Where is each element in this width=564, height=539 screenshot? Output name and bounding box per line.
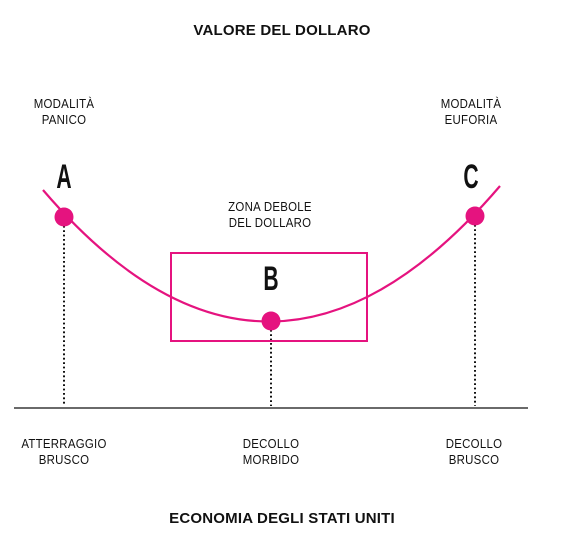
- point-a-marker: [54, 207, 74, 227]
- top-title: VALORE DEL DOLLARO: [193, 22, 371, 39]
- weak-dollar-zone-label: ZONA DEBOLE DEL DOLLARO: [228, 199, 312, 231]
- point-b-letter: B: [263, 260, 279, 298]
- mode-euphoria-label: MODALITÀ EUFORIA: [440, 96, 502, 128]
- point-c-marker: [465, 206, 485, 226]
- point-b-marker: [261, 311, 281, 331]
- bottom-title: ECONOMIA DEGLI STATI UNITI: [169, 510, 395, 527]
- x-label-a: ATTERRAGGIO BRUSCO: [21, 436, 107, 468]
- x-label-c: DECOLLO BRUSCO: [445, 436, 503, 468]
- x-label-b: DECOLLO MORBIDO: [242, 436, 300, 468]
- mode-panic-label: MODALITÀ PANICO: [33, 96, 95, 128]
- point-c-letter: C: [463, 158, 479, 196]
- point-a-letter: A: [56, 158, 72, 196]
